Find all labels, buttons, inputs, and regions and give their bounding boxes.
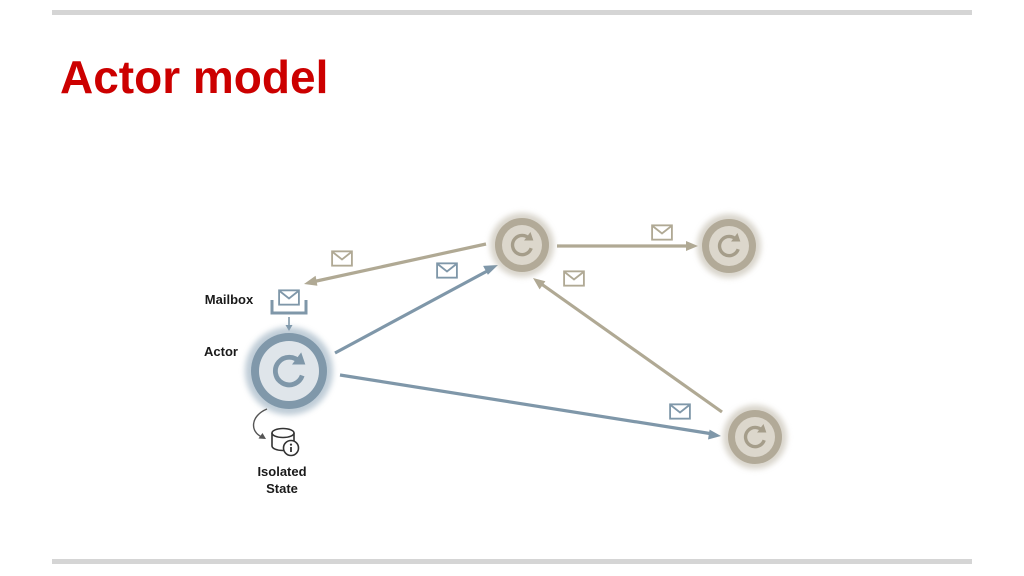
mailbox (270, 289, 308, 315)
database-info-icon (271, 427, 300, 457)
envelope-icon (436, 262, 458, 279)
arrow-remote-to-mailbox (304, 242, 487, 286)
local-actor (245, 327, 333, 415)
top-rule (52, 10, 972, 15)
isolated-state-label-line2: State (266, 481, 298, 496)
envelope-icon (563, 270, 585, 287)
arrow-actor-to-remote-3 (339, 373, 721, 440)
arrow-remote-3-to-remote-1 (533, 278, 723, 414)
slide-title: Actor model (60, 51, 329, 103)
inbox-tray-icon (270, 300, 308, 315)
isolated-state (252, 408, 300, 457)
isolated-state-label-line1: Isolated (257, 464, 306, 479)
remote-actor-1 (490, 213, 554, 277)
remote-actor-2 (697, 214, 761, 278)
arrow-remote-1-to-remote-2 (557, 241, 698, 251)
envelope-icon (331, 250, 353, 267)
bottom-rule (52, 559, 972, 564)
actor-label: Actor (204, 344, 238, 359)
state-loop-arrow (252, 408, 268, 438)
envelope-icon (278, 289, 300, 306)
arrow-actor-to-remote-1 (334, 265, 498, 355)
remote-actor-3 (723, 405, 787, 469)
envelope-icon (669, 403, 691, 420)
mailbox-label: Mailbox (205, 292, 254, 307)
message-arrows (285, 241, 723, 440)
envelope-icon (651, 224, 673, 241)
